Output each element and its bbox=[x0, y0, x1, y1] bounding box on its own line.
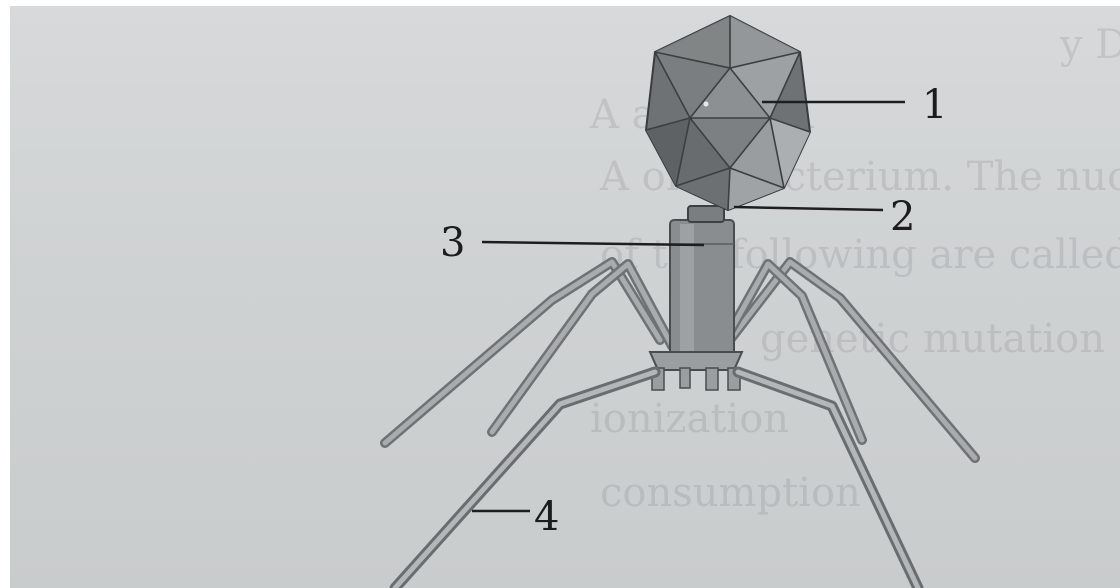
ghost-line-7: consumption bbox=[600, 470, 861, 516]
leader-line-2 bbox=[734, 207, 883, 210]
sheath bbox=[670, 220, 734, 360]
label-collar: 2 bbox=[890, 194, 915, 240]
base-plate bbox=[650, 352, 742, 390]
label-sheath: 3 bbox=[440, 220, 465, 266]
label-head: 1 bbox=[922, 82, 947, 128]
label-tail-fiber: 4 bbox=[534, 494, 559, 540]
ghost-line-6: ionization bbox=[590, 396, 789, 442]
ghost-line-1: y DNA bbox=[1059, 22, 1120, 68]
collar bbox=[688, 206, 724, 222]
